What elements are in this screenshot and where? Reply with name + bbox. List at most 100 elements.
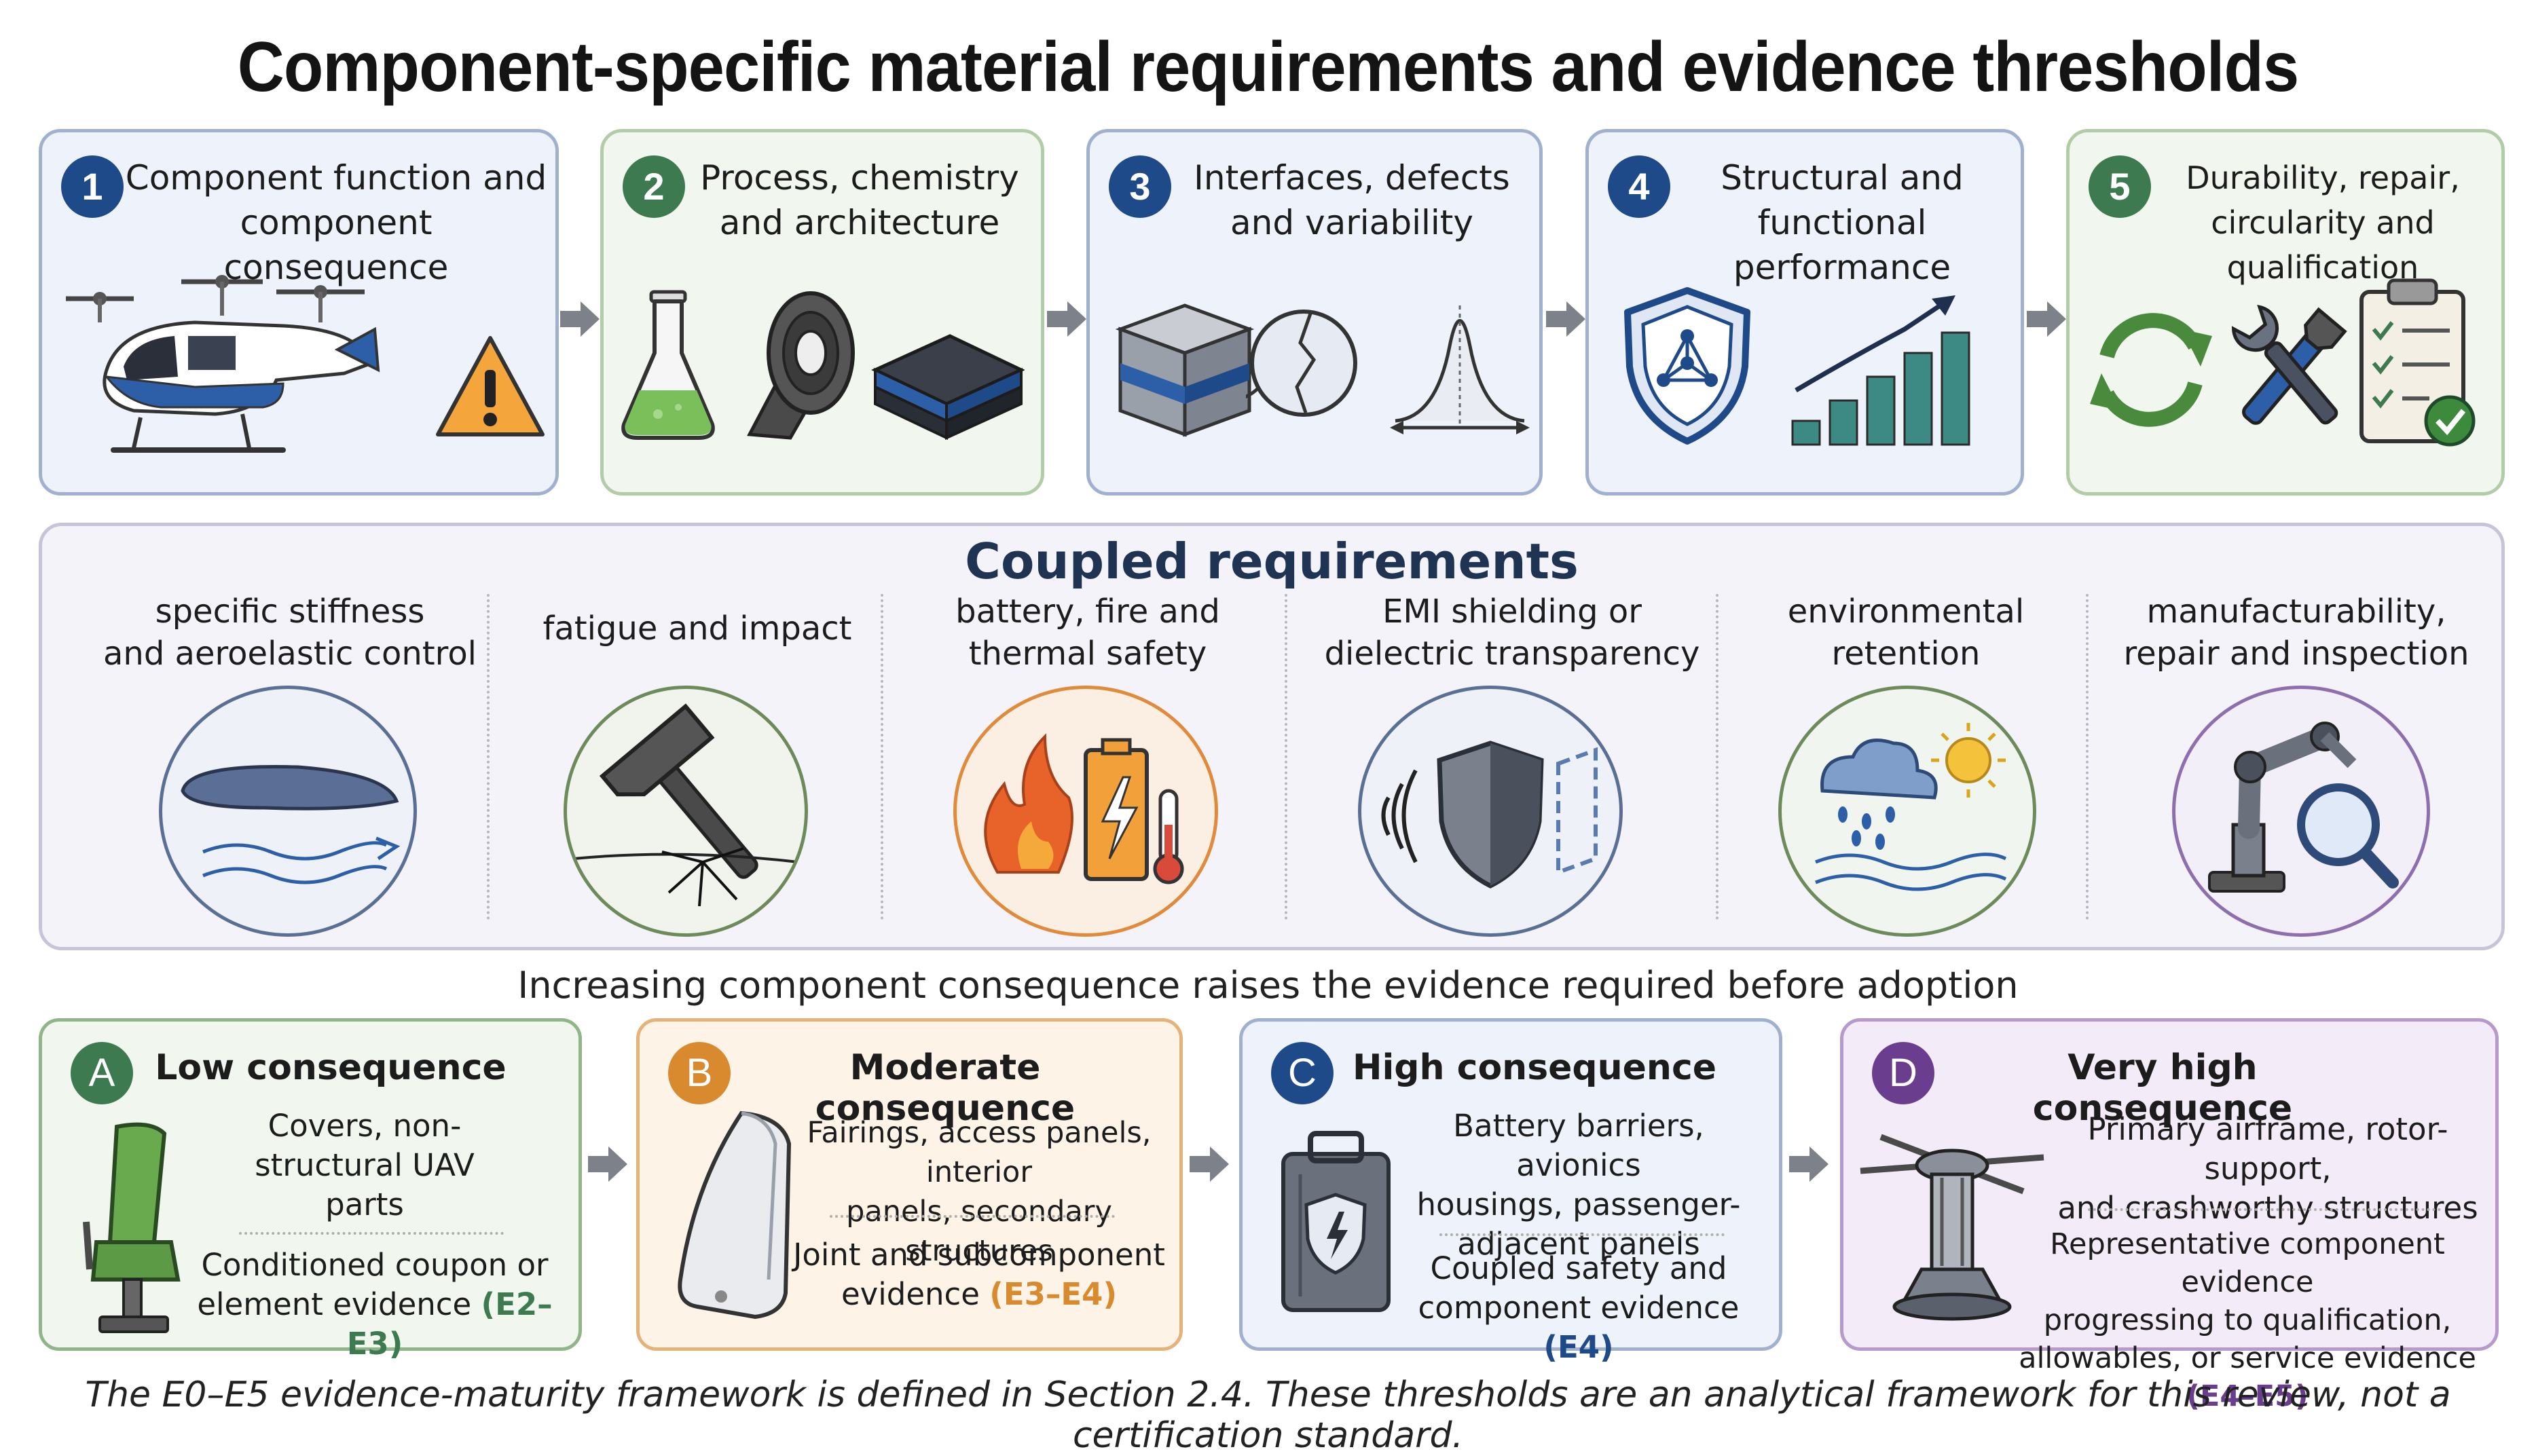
shield-network-icon: [1624, 287, 1750, 445]
tier-a-card: A Low consequence Covers, non- structura…: [39, 1018, 582, 1362]
battery-enclosure-icon: [1281, 1131, 1391, 1312]
tier-title: Moderate consequence: [815, 1047, 1076, 1129]
tier-evidence-line: Joint and subcomponent: [793, 1237, 1165, 1273]
tier-evidence-line: Conditioned coupon or: [201, 1247, 549, 1283]
requirement-line1: EMI shielding or: [1382, 593, 1642, 631]
recycle-arrows-icon: [2090, 313, 2212, 427]
requirement-line1: fatigue and impact: [543, 610, 852, 648]
tier-d-card: D Very high consequence Primary airframe…: [1840, 1018, 2499, 1413]
tier-evidence-line: allowables, or service evidence: [2019, 1341, 2476, 1375]
flow-arrow-icon: [1047, 301, 1086, 337]
fairing-panel-icon: [678, 1110, 792, 1320]
tier-desc-line: and crashworthy structures: [2057, 1190, 2478, 1226]
airfoil-icon: [159, 686, 417, 937]
tier-evidence-line: Representative component evidence: [2050, 1227, 2445, 1299]
evtol-aircraft-icon: [66, 275, 380, 453]
stage-label-line1: Durability, repair,: [2186, 160, 2460, 196]
tier-title: Very high consequence: [2032, 1047, 2293, 1129]
tier-letter: B: [668, 1042, 731, 1104]
page-title: Component-specific material requirements…: [237, 28, 2300, 107]
stage-number: 1: [61, 155, 124, 218]
stage-5-card: 5 Durability, repair, circularity and qua…: [2066, 129, 2505, 496]
tier-letter: C: [1271, 1042, 1334, 1104]
tier-evidence-line: evidence: [841, 1276, 990, 1312]
requirement-fatigue: fatigue and impact: [517, 608, 877, 650]
tier-desc-line: parts: [325, 1187, 404, 1222]
rotor-hub-icon: [1860, 1134, 2044, 1321]
evidence-code: (E4): [1543, 1329, 1614, 1365]
tier-evidence-line: element evidence: [197, 1286, 481, 1322]
flow-arrow-icon: [2027, 301, 2066, 337]
tier-desc-line: adjacent panels: [1457, 1226, 1700, 1262]
cracked-sphere-icon: [1246, 310, 1357, 417]
flask-icon: [621, 290, 715, 440]
tier-desc-line: Battery barriers, avionics: [1453, 1108, 1704, 1183]
requirement-line1: environmental: [1787, 593, 2025, 631]
tier-desc-line: Primary airframe, rotor-support,: [2087, 1111, 2448, 1187]
tier-letter: A: [71, 1042, 133, 1104]
stage-4-card: 4 Structural and functional performance: [1585, 129, 2024, 496]
seat-icon: [83, 1122, 181, 1333]
weather-icon: [1778, 686, 2036, 937]
requirement-line1: manufacturability,: [2146, 593, 2446, 631]
laminate-stack-icon: [871, 334, 1025, 441]
tier-desc-line: Covers, non-: [268, 1108, 462, 1144]
flow-arrow-icon: [1546, 301, 1585, 337]
repair-tools-icon: [2231, 305, 2347, 425]
stage-label-line1: Process, chemistry: [700, 158, 1019, 198]
evidence-code: (E2–E3): [346, 1286, 553, 1362]
warning-icon: [436, 336, 545, 436]
flow-arrow-icon: [1789, 1146, 1829, 1182]
evidence-subtitle: Increasing component consequence raises …: [517, 964, 2019, 1007]
tier-desc-line: Fairings, access panels, interior: [807, 1116, 1152, 1189]
stage-label-line2: circularity and qualification: [2211, 204, 2435, 286]
requirement-battery-fire: battery, fire and thermal safety: [898, 591, 1278, 675]
tier-title: High consequence: [1352, 1047, 1717, 1088]
qualification-checklist-icon: [2359, 278, 2476, 447]
tier-evidence-line: component evidence: [1418, 1290, 1740, 1326]
emi-shield-icon: [1358, 686, 1623, 937]
layered-block-icon: [1115, 303, 1255, 437]
requirement-stiffness: specific stiffness and aeroelastic contro…: [90, 591, 490, 675]
requirement-line2: retention: [1831, 635, 1981, 673]
flow-arrow-icon: [588, 1146, 627, 1182]
hammer-crack-icon: [564, 686, 808, 937]
requirement-line1: specific stiffness: [155, 593, 425, 631]
requirement-line2: and aeroelastic control: [103, 635, 477, 673]
requirement-manufacturability: manufacturability, repair and inspection: [2106, 591, 2486, 675]
stage-label-line1: Structural and: [1721, 158, 1964, 198]
flow-arrow-icon: [560, 301, 600, 337]
stage-label-line2: component consequence: [223, 203, 449, 287]
tier-evidence-line: Coupled safety and: [1430, 1250, 1727, 1286]
evidence-code: (E4–E5): [2186, 1379, 2309, 1413]
tier-title: Low consequence: [155, 1047, 507, 1088]
stage-number: 4: [1608, 155, 1670, 218]
tier-letter: D: [1872, 1042, 1934, 1104]
stage-label-line2: and variability: [1230, 203, 1473, 242]
requirement-line2: thermal safety: [968, 635, 1207, 673]
stage-number: 5: [2089, 155, 2151, 218]
fiber-tape-roll-icon: [747, 291, 855, 440]
stage-label-line2: and architecture: [719, 203, 1000, 242]
coupled-requirements-title: Coupled requirements: [965, 533, 1579, 590]
requirement-line2: repair and inspection: [2123, 635, 2469, 673]
stage-label-line2: functional performance: [1733, 203, 1951, 287]
requirement-line2: dielectric transparency: [1324, 635, 1700, 673]
requirement-environmental: environmental retention: [1726, 591, 2086, 675]
tier-b-card: B Moderate consequence Fairings, access …: [636, 1018, 1183, 1351]
fire-battery-icon: [953, 686, 1218, 937]
evidence-code: (E3–E4): [989, 1276, 1118, 1312]
tier-desc-line: panels, secondary structures: [846, 1195, 1112, 1268]
distribution-curve-icon: [1390, 305, 1530, 434]
flow-arrow-icon: [1190, 1146, 1229, 1182]
robot-inspection-icon: [2172, 686, 2430, 937]
rising-bar-chart-icon: [1791, 295, 1970, 446]
requirement-line1: battery, fire and: [955, 593, 1220, 631]
tier-c-card: C High consequence Battery barriers, avi…: [1239, 1018, 1782, 1365]
tier-evidence-line: progressing to qualification,: [2043, 1303, 2452, 1337]
stage-number: 3: [1109, 155, 1171, 218]
coupled-requirements-panel: Coupled requirements specific stiffness a…: [39, 523, 2505, 950]
